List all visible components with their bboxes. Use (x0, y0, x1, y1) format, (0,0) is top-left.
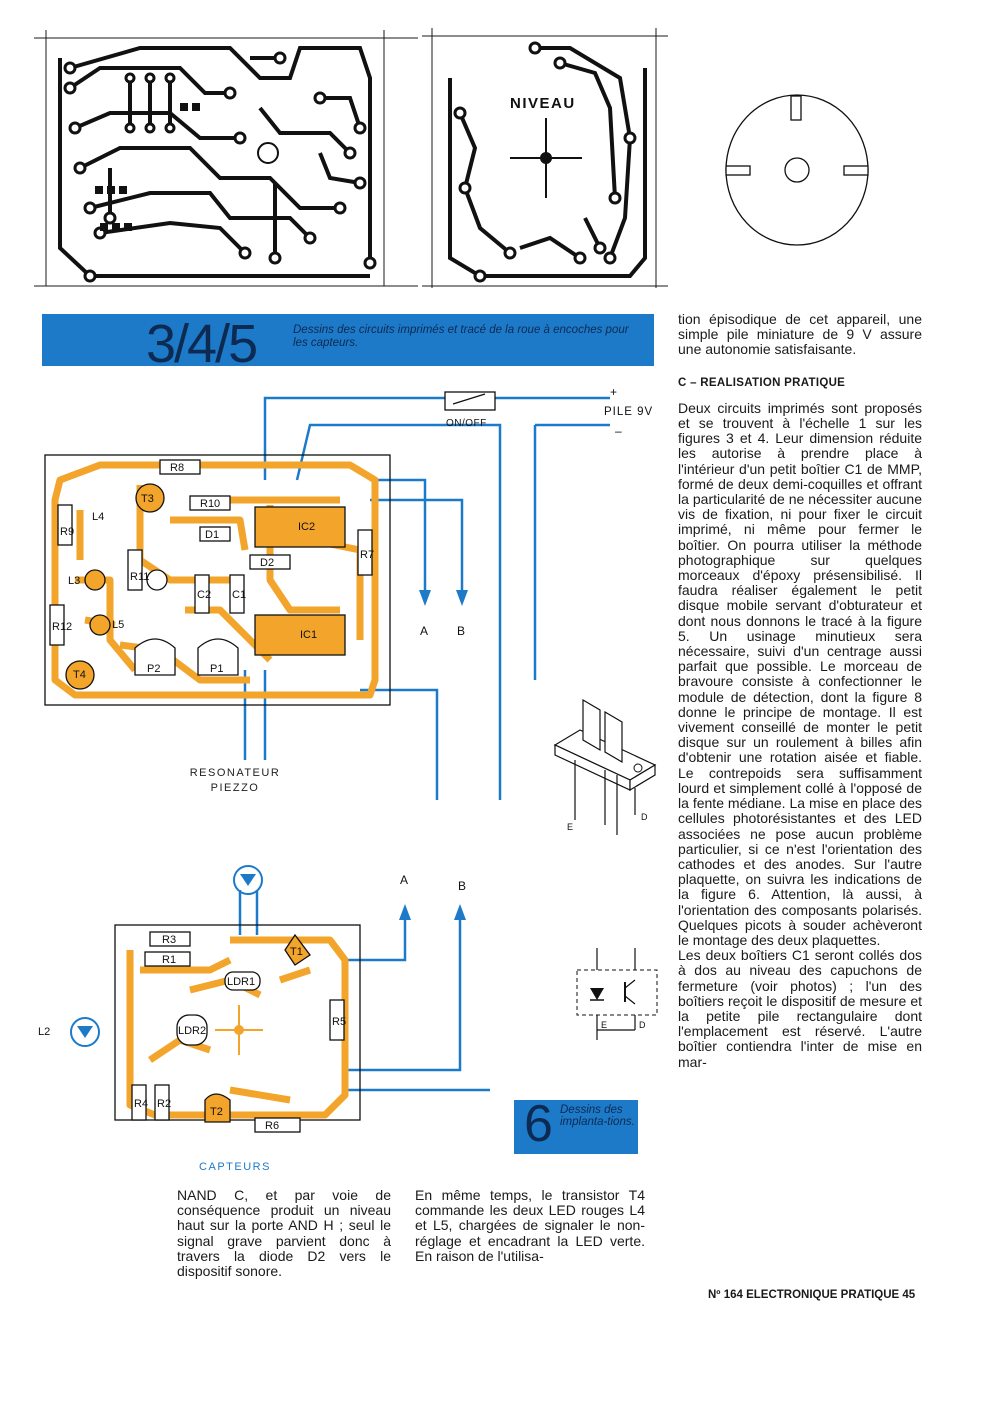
figure4-pcb: NIVEAU (422, 28, 668, 288)
opto-e: E (601, 1020, 607, 1030)
sensor-r4: R4 (134, 1098, 148, 1110)
comp-p2: P2 (147, 663, 160, 675)
right-body2: Les deux boîtiers C1 seront collés dos à… (678, 947, 922, 1070)
figure5-wheel (725, 94, 869, 246)
sensor-l2: L2 (38, 1026, 50, 1038)
figure6-main-board: ON/OFF + PILE 9V – (44, 385, 653, 800)
arrow-a-label: A (420, 624, 428, 638)
comp-l5: L5 (112, 619, 124, 631)
section-heading: C – REALISATION PRATIQUE (678, 376, 846, 389)
arrow-b-label: B (457, 624, 465, 638)
sensor-l1: L1 (240, 860, 252, 863)
comp-d1: D1 (205, 529, 219, 541)
detector-e: E (567, 822, 573, 832)
battery-label: PILE 9V (604, 406, 653, 418)
comp-ic2: IC2 (298, 521, 315, 533)
comp-p1: P1 (210, 663, 223, 675)
comp-r7: R7 (360, 549, 374, 561)
comp-c1: C1 (232, 589, 246, 601)
resonator-line1: RESONATEUR (189, 767, 281, 779)
comp-l4: L4 (92, 511, 104, 523)
middle-column-text: En même temps, le transistor T4 commande… (415, 1187, 645, 1264)
detector-d: D (641, 812, 648, 822)
figure6-caption: 6 Dessins des implanta-tions. (514, 1095, 638, 1154)
sensor-t2: T2 (210, 1106, 223, 1118)
sensor-r2: R2 (157, 1098, 171, 1110)
figure3-pcb (34, 30, 418, 287)
sensor-schematic: E D (576, 948, 658, 1040)
comp-d2: D2 (260, 557, 274, 569)
battery-plus: + (610, 385, 617, 399)
figure6-text: Dessins des implanta-tions. (560, 1104, 635, 1128)
sensor-ldr1: LDR1 (227, 976, 255, 988)
battery-minus: – (615, 424, 622, 438)
sensor-arrow-b: B (458, 879, 466, 893)
caption-text: Dessins des circuits imprimés et tracé d… (293, 324, 629, 349)
sensor-title: CAPTEURS (199, 1161, 271, 1173)
sensor-arrow-a: A (400, 873, 408, 887)
comp-t4: T4 (73, 669, 86, 681)
comp-t3: T3 (141, 493, 154, 505)
caption-band (42, 314, 654, 366)
middle-column: En même temps, le transistor T4 commande… (415, 1187, 645, 1264)
sensor-t1: T1 (290, 946, 303, 958)
sensor-ldr2: LDR2 (178, 1025, 206, 1037)
sensor-r6: R6 (265, 1120, 279, 1132)
sensor-r5: R5 (332, 1016, 346, 1028)
figure8-detector: E D (553, 698, 657, 835)
comp-ic1: IC1 (300, 629, 317, 641)
caption-number: 3/4/5 (146, 314, 258, 374)
opto-d: D (639, 1020, 646, 1030)
comp-c2: C2 (197, 589, 211, 601)
sensor-r1: R1 (162, 954, 176, 966)
right-column: tion épisodique de cet appareil, une sim… (678, 311, 922, 1070)
comp-r9: R9 (60, 526, 74, 538)
sensor-r3: R3 (162, 934, 176, 946)
resonator-line2: PIEZZO (210, 782, 260, 794)
comp-l3: L3 (68, 575, 80, 587)
comp-r12: R12 (52, 621, 72, 633)
comp-r11: R11 (130, 571, 149, 583)
comp-r8: R8 (170, 462, 184, 474)
switch-label: ON/OFF (446, 418, 487, 429)
figure6-sensor-board: A B L1 R3 R1 T1 LDR1 L2 LDR2 R5 R4 (38, 860, 490, 1133)
figure6-number: 6 (524, 1095, 553, 1153)
right-body: Deux circuits imprimés sont proposés et … (678, 399, 922, 948)
comp-r10: R10 (200, 498, 220, 510)
niveau-label: NIVEAU (510, 95, 576, 112)
left-column-text: NAND C, et par voie de conséquence produ… (177, 1187, 391, 1280)
right-intro: tion épisodique de cet appareil, une sim… (678, 311, 922, 358)
page-footer: Nº 164 ELECTRONIQUE PRATIQUE 45 (708, 1289, 916, 1301)
left-column: NAND C, et par voie de conséquence produ… (177, 1187, 391, 1280)
